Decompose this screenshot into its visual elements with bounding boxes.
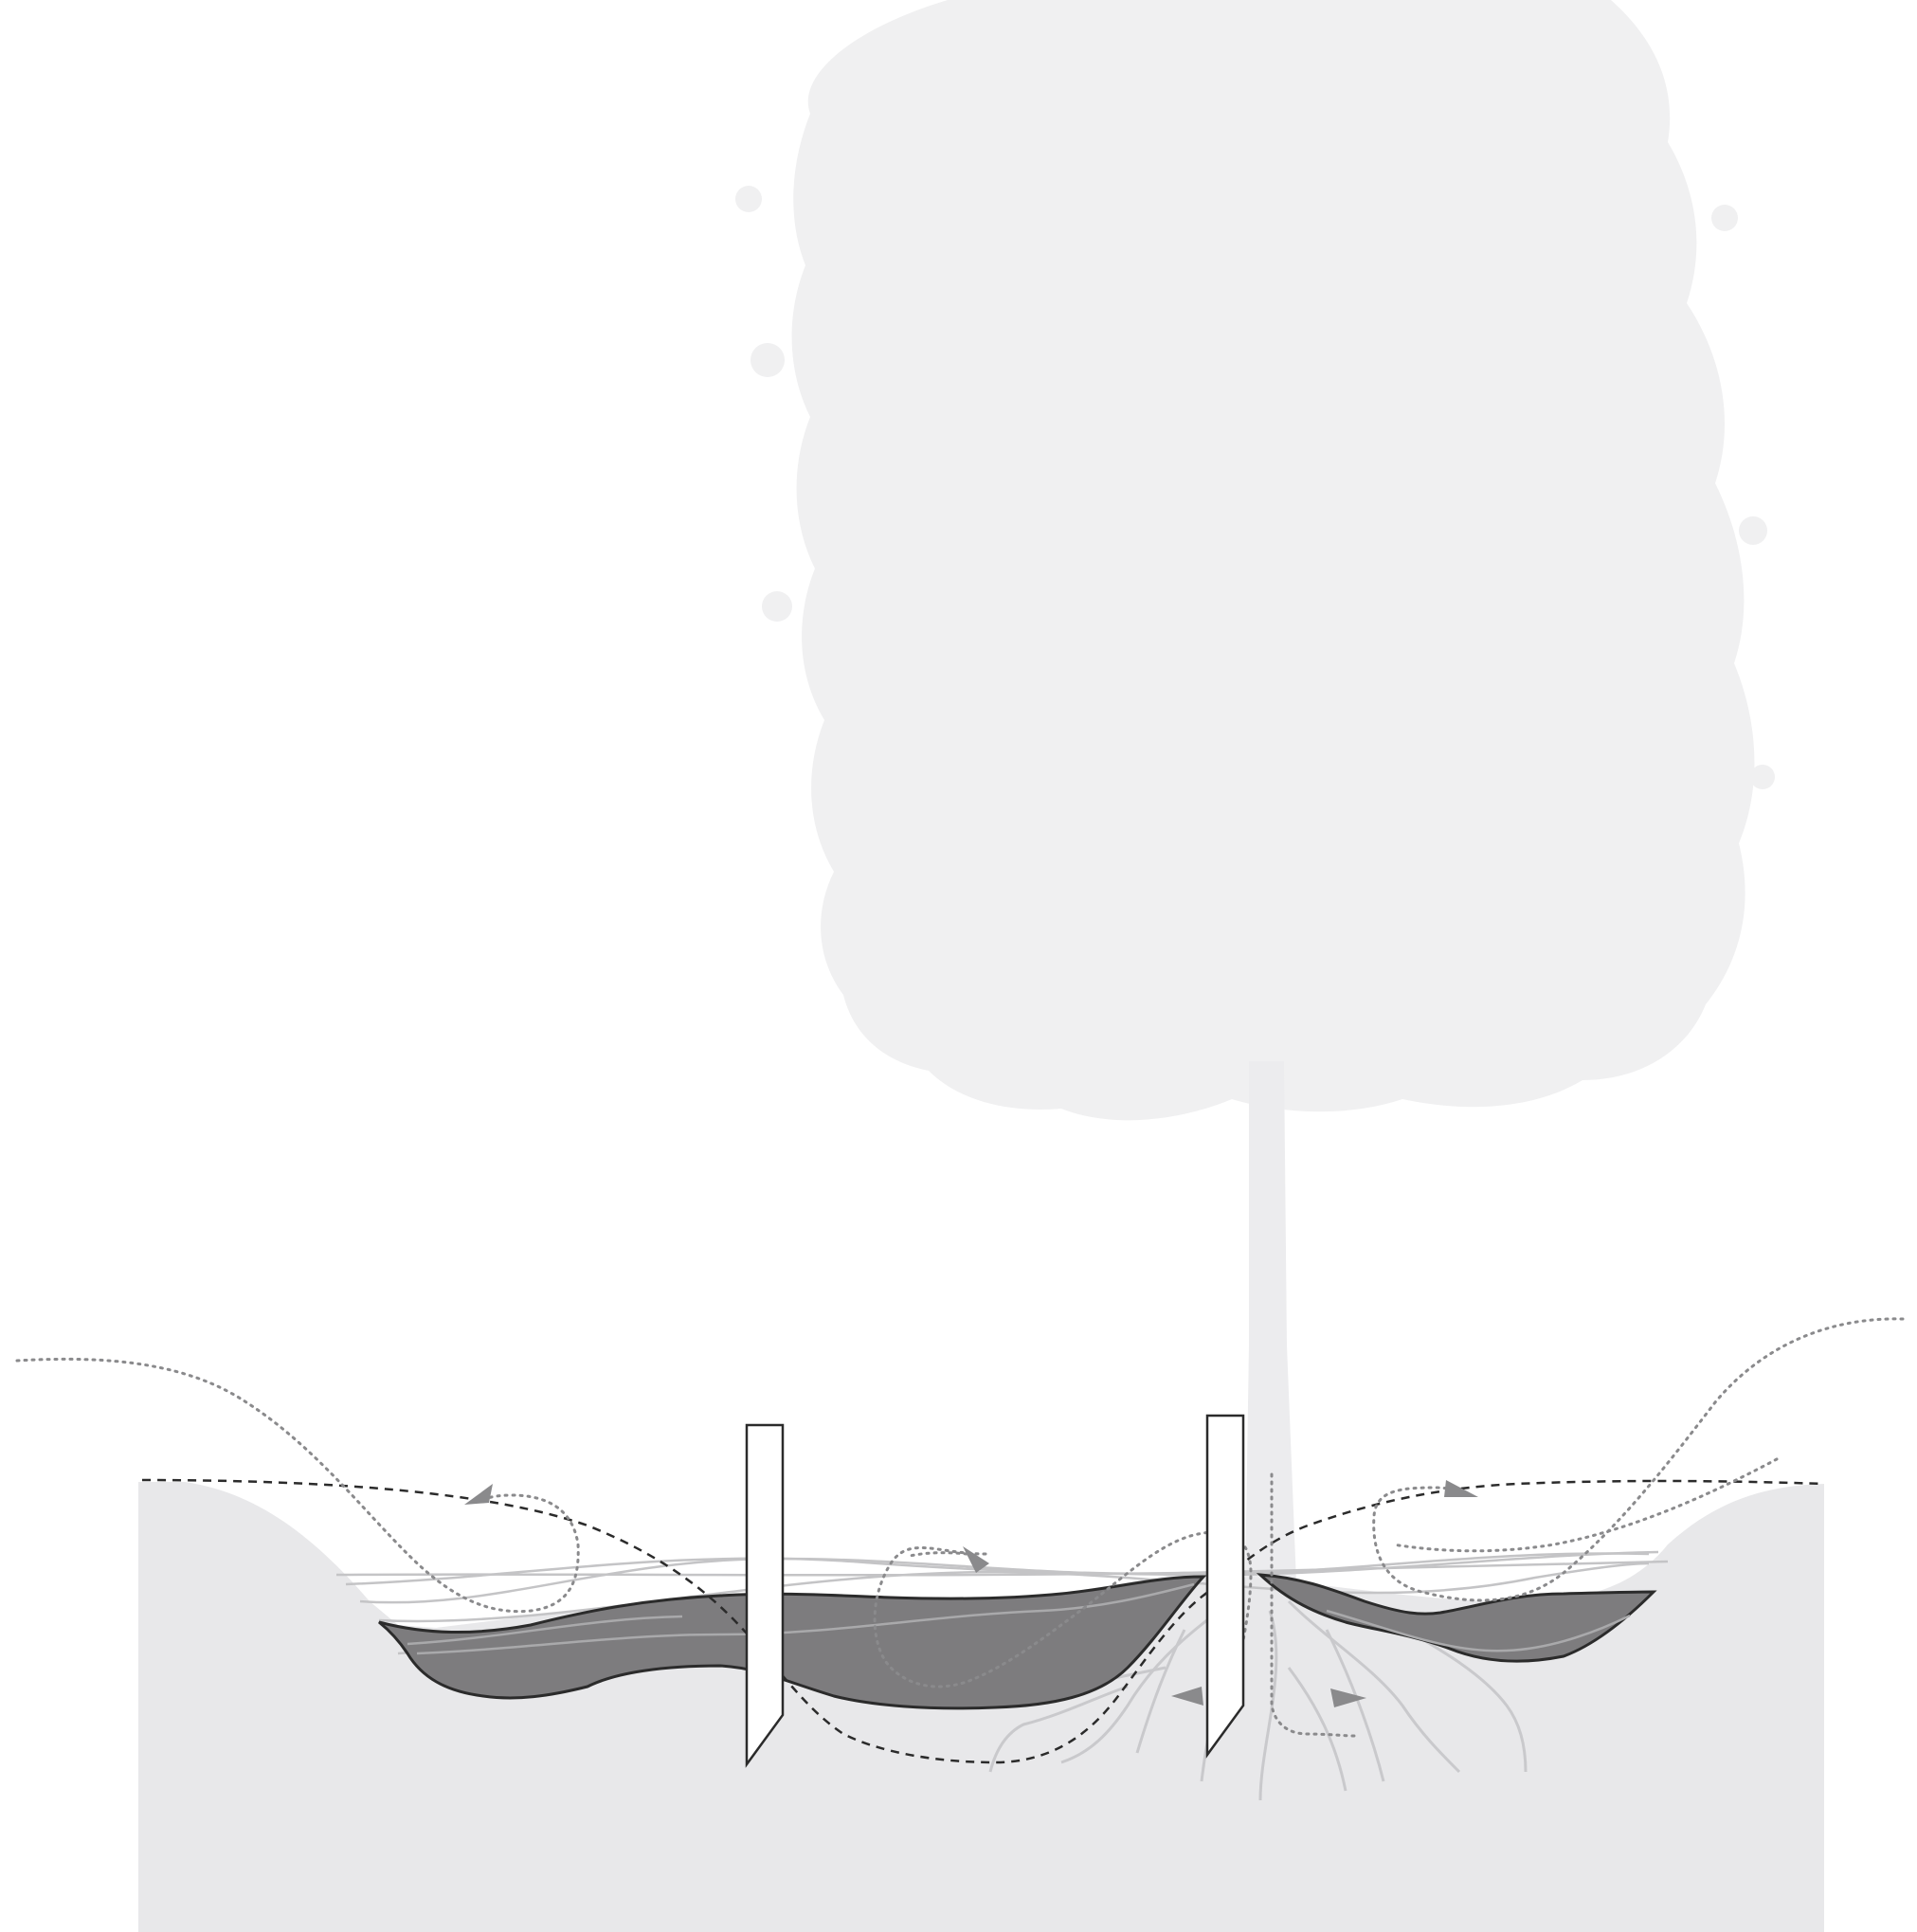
leaf-cluster [1739,516,1767,545]
left-post [747,1425,783,1764]
tree-silhouette [735,0,1775,1781]
leaf-cluster [1750,765,1775,789]
leaf-cluster [762,591,792,622]
leaf-cluster [735,186,762,212]
leaf-cluster [751,343,785,377]
flow-arrow-1 [464,1484,493,1505]
flow-arrow-5 [1444,1480,1478,1497]
flow-line [360,1553,1649,1602]
right-post-body [1207,1416,1243,1755]
leaf-cluster [1711,205,1738,231]
left-post-body [747,1425,783,1764]
dotted-path-middle-loop [910,1553,967,1556]
right-post [1207,1416,1243,1755]
tree-crown [792,0,1755,1120]
